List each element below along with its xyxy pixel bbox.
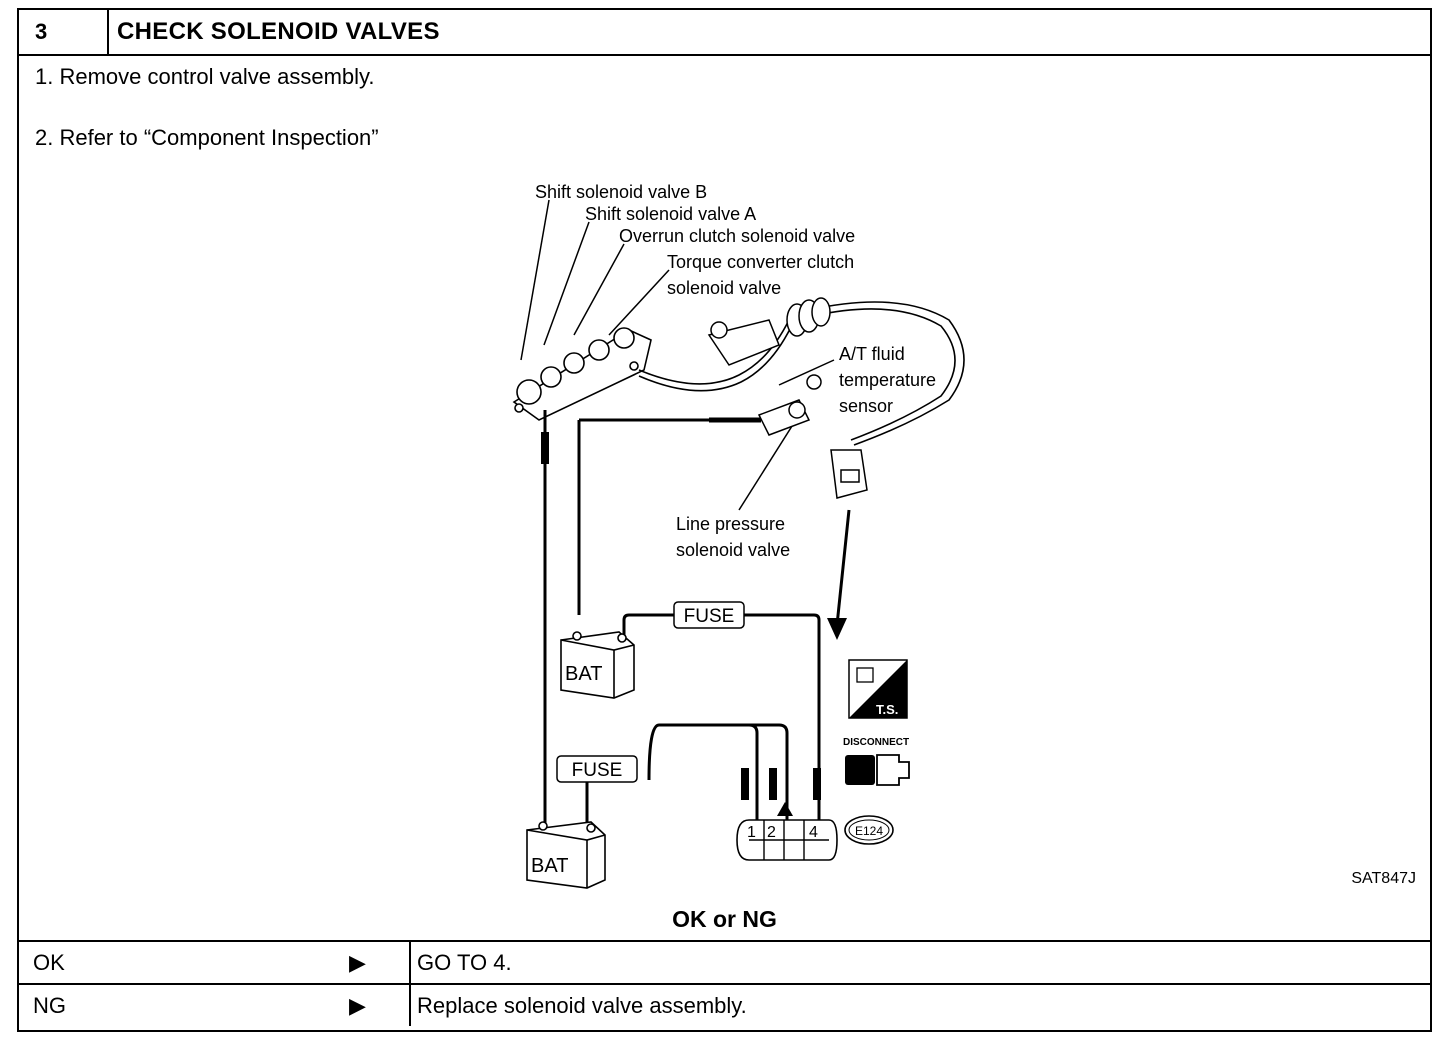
leader-shift-a [543,221,590,346]
svg-text:4: 4 [809,824,818,841]
label-line-pressure-2: solenoid valve [676,540,790,560]
result-action-ng: Replace solenoid valve assembly. [417,993,747,1018]
result-label-ng: NG [33,993,66,1018]
svg-text:BAT: BAT [531,855,568,877]
solenoid-test-diagram: FUSE FUSE BAT BAT 1 2 [512,182,965,889]
atf-sensor-connector [830,449,868,499]
label-shift-a: Shift solenoid valve A [585,204,756,224]
fuse-upper: FUSE [673,601,745,629]
svg-text:E124: E124 [855,824,883,838]
connector-number-badge: E124 [844,815,894,845]
line-pressure-solenoid [757,374,822,436]
svg-text:BAT: BAT [565,663,602,685]
disconnect-icon: DISCONNECT [843,737,910,786]
step-1: 1. Remove control valve assembly. [35,64,375,89]
svg-text:T.S.: T.S. [876,702,898,717]
leader-tcc [608,269,670,336]
step-number: 3 [19,10,109,54]
leader-line-pressure [738,414,800,511]
label-line-pressure-1: Line pressure [676,514,785,534]
result-action-ok: GO TO 4. [417,950,512,975]
label-overrun: Overrun clutch solenoid valve [619,226,855,246]
step-header: 3 CHECK SOLENOID VALVES [19,10,1430,56]
svg-text:FUSE: FUSE [684,606,735,627]
label-shift-b: Shift solenoid valve B [535,182,707,202]
leader-atf [778,359,835,386]
arrow-right-icon: ▶ [349,993,366,1018]
result-row-ok: OK ▶ GO TO 4. [19,940,1430,983]
control-valve-body [512,327,652,421]
tester-symbol-icon: T.S. [848,659,908,719]
result-row-ng: NG ▶ Replace solenoid valve assembly. [19,983,1430,1026]
label-atf-1: A/T fluid [839,344,905,364]
svg-text:DISCONNECT: DISCONNECT [843,737,909,748]
svg-text:2: 2 [767,824,776,841]
result-label-ok: OK [33,950,65,975]
step-2: 2. Refer to “Component Inspection” [35,125,379,150]
battery-lower: BAT [526,821,606,889]
procedure-frame: 3 CHECK SOLENOID VALVES 1. Remove contro… [17,8,1432,1032]
leader-overrun [573,243,625,336]
arrow-to-connector [835,509,851,626]
label-atf-3: sensor [839,396,893,416]
leader-shift-b [520,199,550,361]
label-atf-2: temperature [839,370,936,390]
figure-code: SAT847J [1351,870,1416,887]
result-heading: OK or NG [672,906,777,932]
svg-text:1: 1 [747,824,756,841]
label-tcc-1: Torque converter clutch [667,252,854,272]
harness-grommet [707,297,831,366]
label-tcc-2: solenoid valve [667,278,781,298]
arrow-right-icon: ▶ [349,950,366,975]
battery-upper: BAT [560,631,635,699]
fuse-lower: FUSE [556,755,638,783]
svg-text:FUSE: FUSE [572,760,623,781]
step-title: CHECK SOLENOID VALVES [117,18,440,45]
harness-connector-terminal: 1 2 4 [736,802,838,861]
